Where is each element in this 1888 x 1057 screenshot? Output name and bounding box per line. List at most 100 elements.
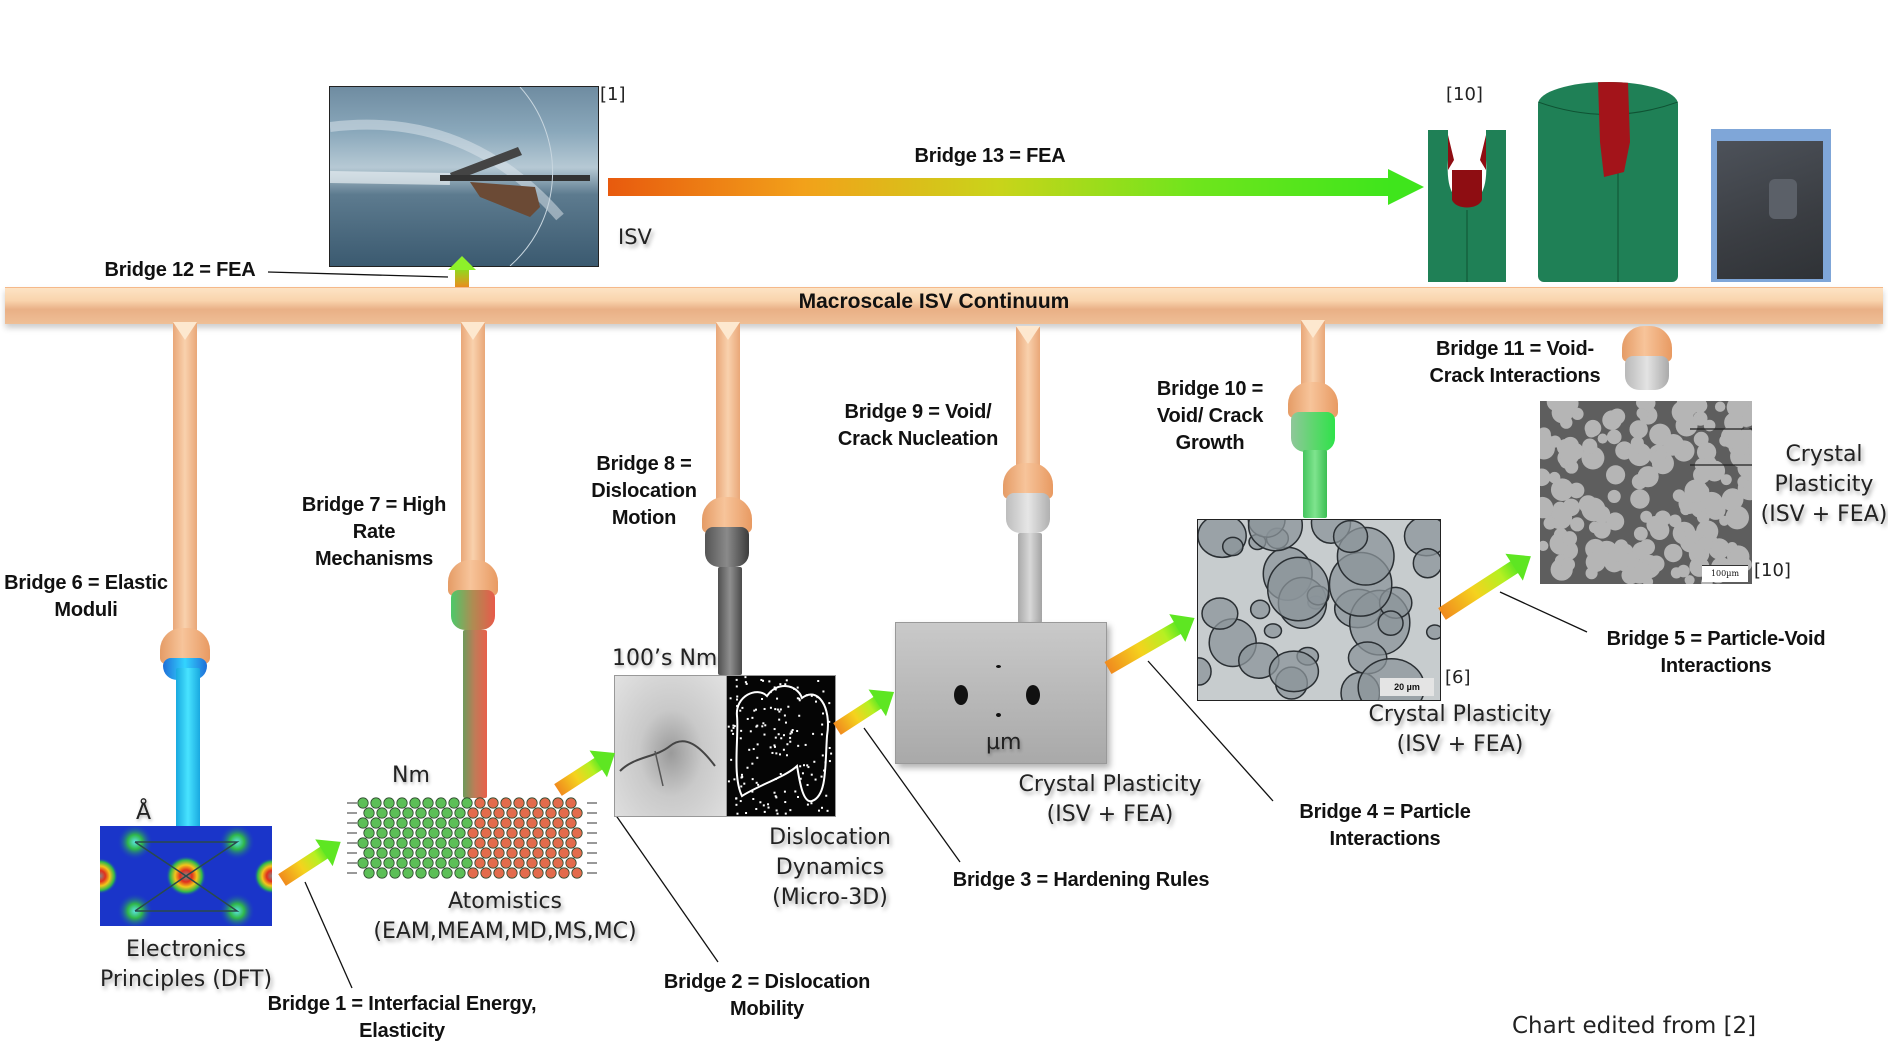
atom [487, 837, 499, 849]
atom [467, 827, 479, 839]
atom [383, 817, 395, 829]
bridge11-label: Bridge 11 = Void-Crack Interactions [1429, 338, 1601, 387]
macroscale-isv-continuum-bar [5, 287, 1883, 324]
atom [467, 847, 479, 859]
atom [415, 867, 427, 879]
atom [396, 797, 408, 809]
atom [370, 817, 382, 829]
atom [474, 837, 486, 849]
void-bottom [996, 713, 1001, 717]
atom [552, 837, 564, 849]
ref-particle: [6] [1445, 667, 1471, 688]
atom [526, 797, 538, 809]
atom [402, 847, 414, 859]
scale-angstrom: Å [136, 800, 152, 825]
atom [513, 837, 525, 849]
atom [461, 817, 473, 829]
atom [441, 847, 453, 859]
atom [389, 807, 401, 819]
atom [552, 797, 564, 809]
atom [357, 817, 369, 829]
atom [441, 807, 453, 819]
atom [396, 837, 408, 849]
atom [376, 867, 388, 879]
atom [435, 837, 447, 849]
atom [370, 797, 382, 809]
atom [480, 807, 492, 819]
atom [565, 797, 577, 809]
atom [526, 817, 538, 829]
atom [415, 847, 427, 859]
void-right [1026, 685, 1040, 705]
atom [474, 797, 486, 809]
atom [545, 847, 557, 859]
ref-void: [10] [1754, 560, 1791, 581]
atom [467, 867, 479, 879]
bridge10-hand-connector-icon [1288, 382, 1338, 454]
footer-note: Chart edited from [2] [1512, 1013, 1757, 1039]
tem-dislocation-image [614, 675, 728, 817]
leader-bridge12 [267, 271, 449, 278]
atom [539, 857, 551, 869]
ref-bullet: [1] [600, 84, 626, 105]
atom [363, 827, 375, 839]
atom [422, 797, 434, 809]
pillar-bridge6 [173, 322, 197, 647]
void-micrograph: 100µm [1540, 401, 1752, 584]
atom [558, 807, 570, 819]
atom [422, 857, 434, 869]
leader-bridge4 [1147, 660, 1274, 802]
atom [571, 867, 583, 879]
atom [493, 827, 505, 839]
atom [428, 847, 440, 859]
atom [402, 807, 414, 819]
atom [552, 817, 564, 829]
atom [526, 837, 538, 849]
atom [448, 797, 460, 809]
atom [461, 857, 473, 869]
atom [370, 857, 382, 869]
caption-crystal-plasticity-2: Crystal Plasticity(ISV + FEA) [1368, 702, 1552, 757]
atom [539, 837, 551, 849]
atom [441, 827, 453, 839]
atom [493, 847, 505, 859]
atom [571, 847, 583, 859]
ref-fea: [10] [1446, 84, 1483, 105]
atom [376, 807, 388, 819]
crystal-plasticity-void-box [895, 622, 1107, 764]
atom [532, 867, 544, 879]
bridge3-label: Bridge 3 = Hardening Rules [952, 869, 1210, 891]
bridge9-hand-connector-icon [1003, 463, 1053, 535]
atom [487, 817, 499, 829]
atomistics-lattice-image [347, 795, 597, 879]
atom [409, 837, 421, 849]
atom [396, 817, 408, 829]
atom [389, 847, 401, 859]
atom [428, 867, 440, 879]
bridge1-label: Bridge 1 = Interfacial Energy,Elasticity [267, 993, 537, 1042]
atom [487, 797, 499, 809]
atom [506, 827, 518, 839]
atom [383, 797, 395, 809]
atom [558, 827, 570, 839]
atom [441, 867, 453, 879]
atom [383, 837, 395, 849]
void-left [954, 685, 968, 705]
atom [532, 827, 544, 839]
pillar-bridge7-lower [463, 630, 487, 798]
atom [493, 807, 505, 819]
bridge7-hand-connector-icon [448, 560, 498, 632]
atom [435, 857, 447, 869]
fea-cross-section-model [1428, 130, 1506, 282]
atom [454, 867, 466, 879]
atom [480, 827, 492, 839]
atom [500, 837, 512, 849]
atom [474, 857, 486, 869]
pillar-bridge6-cyan [176, 668, 200, 828]
